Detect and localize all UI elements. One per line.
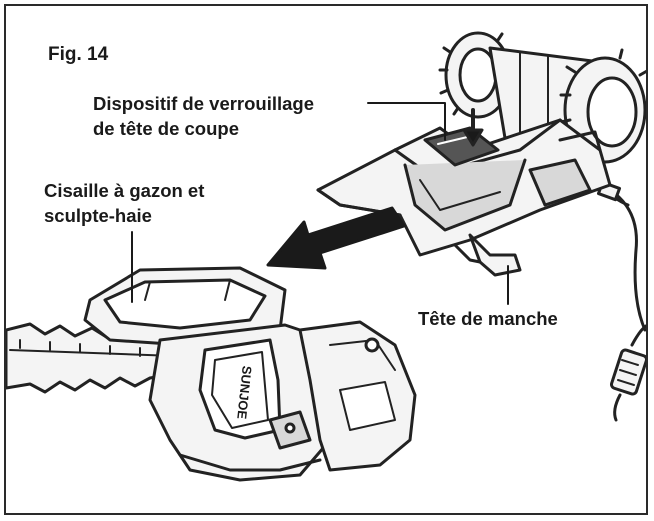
label-shear-line1: Cisaille à gazon et: [44, 180, 205, 201]
pole-handle: [438, 31, 646, 422]
direction-arrow: [266, 206, 406, 270]
label-shear-line2: sculpte-haie: [44, 205, 152, 226]
shear-head: [6, 266, 417, 482]
figure-number: Fig. 14: [48, 44, 109, 65]
leader-lines: [131, 102, 509, 305]
label-cutting-head-lock: Dispositif de verrouillage de tête de co…: [93, 91, 314, 141]
handle-head: [316, 108, 612, 277]
label-lock-line2: de tête de coupe: [93, 118, 239, 139]
brand-text: SUNJOE: [234, 365, 255, 420]
label-lock-line1: Dispositif de verrouillage: [93, 93, 315, 114]
leader-lock: [367, 102, 446, 141]
label-shear: Cisaille à gazon et sculpte-haie: [44, 178, 204, 228]
label-handle-head: Tête de manche: [418, 308, 558, 329]
